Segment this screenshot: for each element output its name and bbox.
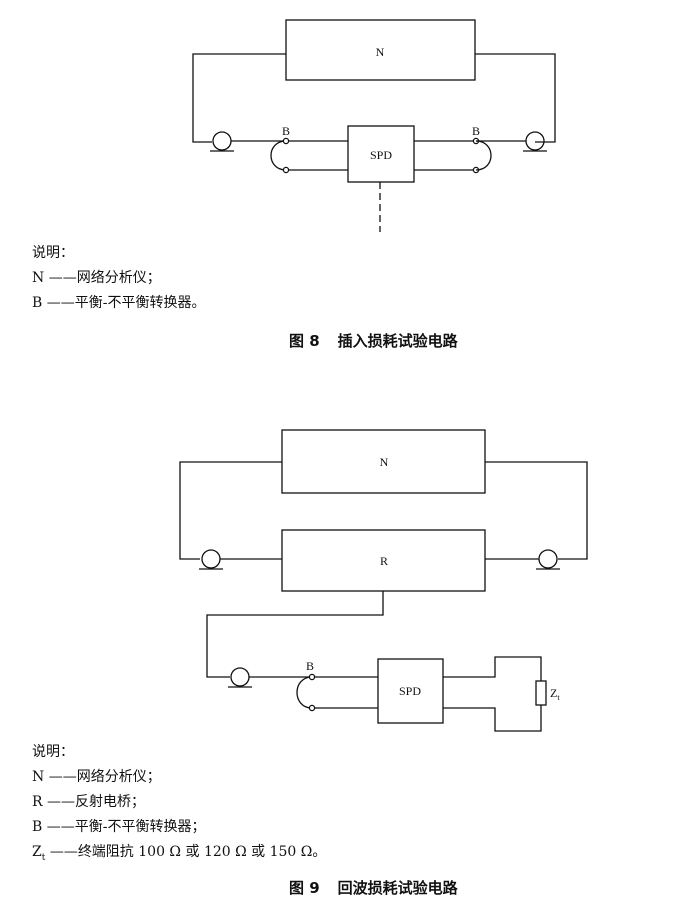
legend-symbol: N [32, 270, 45, 286]
fig9-caption-number: 图 9 [289, 879, 320, 897]
legend-text: 终端阻抗 100 Ω 或 120 Ω 或 150 Ω。 [77, 844, 327, 860]
legend-dash: —— [48, 270, 77, 286]
fig8-caption-title: 插入损耗试验电路 [337, 332, 458, 350]
fig8-legend-item-b: B ——平衡-不平衡转换器。 [32, 291, 205, 316]
fig9-bridge-to-coax-wire [206, 591, 384, 678]
legend-text: 平衡-不平衡转换器； [74, 819, 206, 835]
fig9-legend-item-z: Zt ——终端阻抗 100 Ω 或 120 Ω 或 150 Ω。 [32, 840, 326, 871]
fig9-left-coax-connector [199, 549, 223, 570]
legend-text: 网络分析仪； [76, 270, 161, 286]
fig9-legend-item-n: N ——网络分析仪； [32, 765, 326, 790]
fig9-termination-impedance [443, 656, 547, 732]
fig9-network-analyzer-label: N [380, 455, 389, 469]
fig9-legend-item-r: R ——反射电桥； [32, 790, 326, 815]
fig9-legend-title: 说明： [32, 744, 74, 760]
fig8-legend-item-n: N ——网络分析仪； [32, 266, 205, 291]
fig9-impedance-label: Zt [550, 686, 560, 702]
fig8-legend-title: 说明： [32, 245, 74, 261]
fig8-caption-number: 图 8 [289, 332, 320, 350]
fig9-balun-label: B [306, 659, 314, 673]
fig8-right-balun [414, 137, 526, 174]
fig9-bottom-coax-connector [228, 667, 252, 688]
fig8-spd-label: SPD [370, 148, 392, 162]
fig8-left-wire-top [192, 53, 286, 143]
fig9-left-wire [179, 461, 282, 560]
fig8-caption: 图 8 插入损耗试验电路 [289, 330, 458, 351]
legend-symbol: R [32, 794, 43, 810]
legend-text: 反射电桥； [75, 794, 145, 810]
figure8-diagram [192, 19, 556, 232]
legend-dash: —— [47, 794, 75, 810]
legend-dash: —— [46, 295, 75, 311]
fig8-legend: 说明： N ——网络分析仪； B ——平衡-不平衡转换器。 [32, 241, 205, 316]
fig9-balun [296, 673, 378, 712]
fig9-right-wire [485, 461, 588, 560]
fig8-left-balun-label: B [282, 124, 290, 138]
fig9-right-coax-connector [536, 549, 560, 570]
legend-symbol: B [32, 819, 43, 835]
fig9-legend-item-b: B ——平衡-不平衡转换器； [32, 815, 326, 840]
legend-dash: —— [46, 819, 75, 835]
legend-symbol: N [32, 769, 45, 785]
figure9-diagram [179, 429, 588, 732]
legend-symbol: Zt [32, 844, 46, 863]
fig8-left-balun [231, 137, 348, 174]
fig8-right-wire-top [475, 53, 556, 143]
legend-dash: —— [48, 769, 77, 785]
fig9-spd-box [377, 658, 444, 724]
fig8-network-analyzer-box [285, 19, 476, 81]
fig9-legend: 说明： N ——网络分析仪； R ——反射电桥； B ——平衡-不平衡转换器； … [32, 740, 326, 871]
legend-dash: —— [49, 844, 78, 860]
fig8-right-balun-label: B [472, 124, 480, 138]
fig8-spd-box [347, 125, 415, 183]
fig9-spd-label: SPD [399, 684, 421, 698]
legend-symbol: B [32, 295, 43, 311]
fig9-caption: 图 9 回波损耗试验电路 [289, 877, 458, 898]
fig9-reflection-bridge-label: R [380, 554, 388, 568]
legend-text: 平衡-不平衡转换器。 [74, 295, 206, 311]
fig8-network-analyzer-label: N [376, 45, 385, 59]
fig8-left-coax-connector [210, 131, 234, 152]
legend-text: 网络分析仪； [76, 769, 161, 785]
fig9-caption-title: 回波损耗试验电路 [337, 879, 458, 897]
